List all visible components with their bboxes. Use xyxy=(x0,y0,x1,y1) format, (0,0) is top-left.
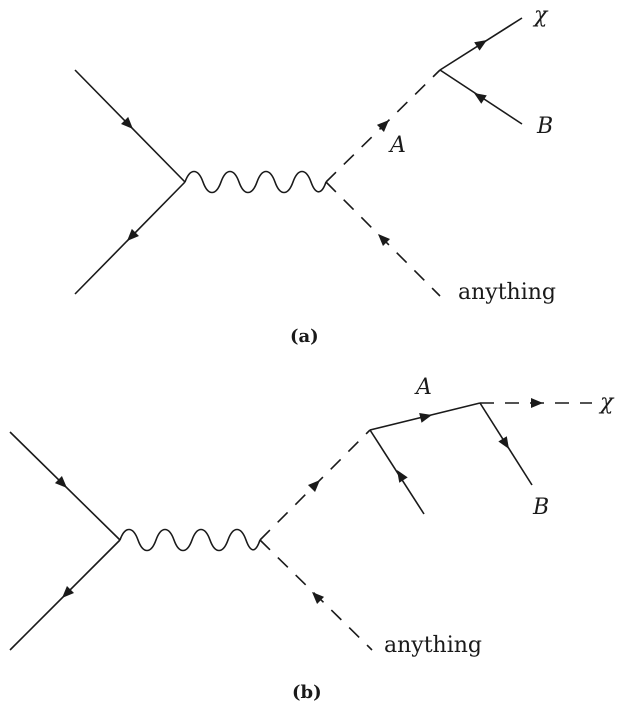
b-short-line-arrow xyxy=(397,470,408,483)
b-label-chi: χ xyxy=(598,390,615,415)
a-B-arrow xyxy=(474,93,487,104)
a-label-B: B xyxy=(536,114,553,139)
a-dashed-A-arrow xyxy=(376,120,389,132)
a-label-A: A xyxy=(388,133,406,158)
b-label-A: A xyxy=(414,375,432,400)
a-lower-line-arrow xyxy=(127,228,139,241)
a-label-anything: anything xyxy=(458,280,556,305)
b-B-arrow xyxy=(498,436,509,449)
b-dashed-A-arrow xyxy=(307,480,320,493)
b-wavy-propagator xyxy=(119,528,261,552)
a-wavy-propagator xyxy=(184,170,327,194)
a-chi-arrow xyxy=(474,40,487,51)
b-upper-line-arrow xyxy=(54,476,67,488)
b-A-arrow xyxy=(419,413,432,423)
diagram-a: χ B A anything (a) xyxy=(74,3,556,347)
b-label-anything: anything xyxy=(384,633,482,658)
b-short-line xyxy=(369,429,425,515)
b-lower-line-arrow xyxy=(62,585,75,598)
b-chi-arrow xyxy=(531,398,543,408)
b-label-B: B xyxy=(532,495,549,520)
b-caption: (b) xyxy=(292,682,322,703)
diagram-b: A χ B anything (b) xyxy=(9,375,615,703)
a-dashed-anything-arrow xyxy=(378,234,391,247)
b-dashed-anything-arrow xyxy=(312,592,325,604)
a-caption: (a) xyxy=(290,326,319,347)
a-upper-line-arrow xyxy=(121,116,133,129)
a-label-chi: χ xyxy=(532,3,549,28)
